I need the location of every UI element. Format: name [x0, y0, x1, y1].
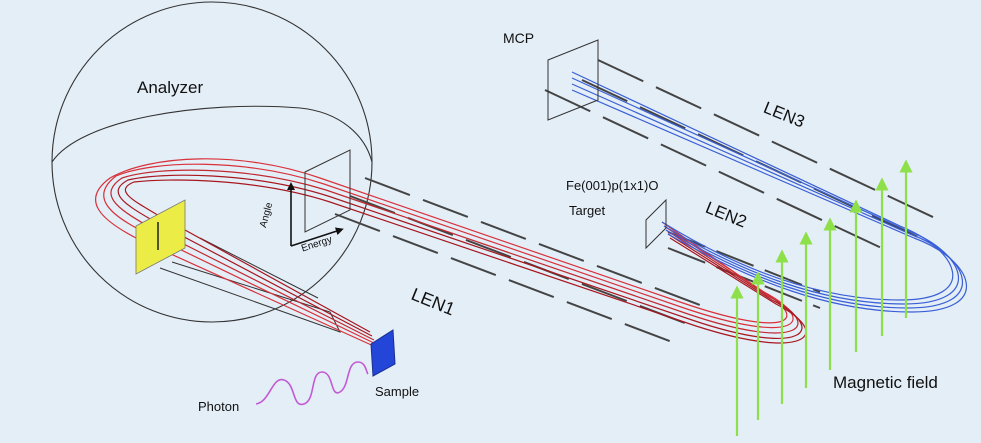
target-label: Target — [569, 203, 606, 218]
photon-label: Photon — [198, 399, 240, 414]
sample-block — [370, 329, 396, 377]
photon-wave — [255, 361, 369, 406]
len1-electrodes — [334, 177, 701, 346]
target-plate — [645, 198, 667, 250]
screen-plane — [304, 149, 351, 233]
mcp-detector — [547, 39, 599, 121]
analyzer-cone — [159, 237, 342, 333]
angle-energy-axes — [287, 182, 344, 247]
sample-label: Sample — [375, 384, 420, 399]
blue-trajectories — [571, 71, 968, 313]
magnetic-field-label: Magnetic field — [833, 373, 938, 392]
magnetic-field-arrows — [730, 159, 913, 436]
analyzer-hemisphere — [51, 1, 373, 323]
len2-electrodes — [667, 231, 821, 309]
analyzer-label: Analyzer — [137, 78, 204, 97]
target-material-label: Fe(001)p(1x1)O — [566, 178, 659, 193]
slit-plate — [135, 199, 186, 275]
mcp-label: MCP — [503, 30, 535, 46]
